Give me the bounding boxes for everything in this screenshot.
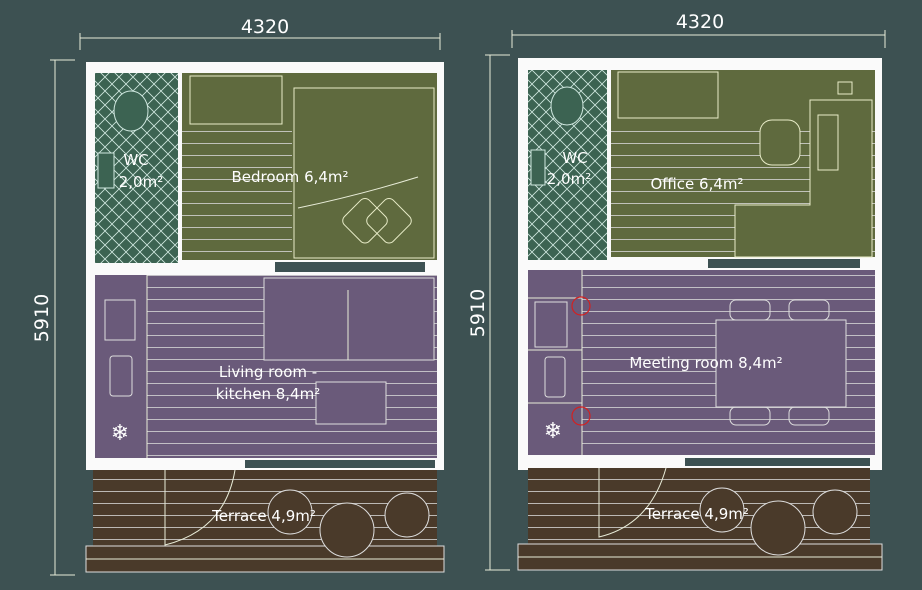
round-table-icon	[319, 502, 375, 558]
cooktop-icon	[109, 355, 133, 397]
sliding-window	[245, 460, 435, 468]
round-table-icon	[750, 500, 806, 556]
chair-icon	[729, 299, 771, 321]
window	[708, 259, 860, 268]
height-label: 5910	[31, 294, 53, 342]
bedroom-label: Bedroom 6,4m²	[231, 168, 348, 186]
marker-circle	[571, 296, 591, 316]
room-wc: WC 2,0m²	[95, 73, 178, 263]
room-wc: WC 2,0m²	[528, 70, 607, 260]
keyboard-icon	[817, 114, 839, 171]
terrace-label: Terrace 4,9m²	[644, 505, 749, 523]
window	[275, 262, 425, 272]
chair-icon	[729, 406, 771, 426]
table-icon	[315, 381, 387, 425]
chair-icon	[812, 489, 858, 535]
bed-icon	[293, 87, 435, 259]
marker-circle	[571, 406, 591, 426]
wardrobe-icon	[617, 71, 719, 119]
room-bedroom: Bedroom 6,4m²	[182, 73, 437, 260]
kitchen-sink-icon	[534, 301, 568, 348]
width-dimension: 4320	[79, 16, 441, 50]
room-terrace: Terrace 4,9m²	[517, 467, 883, 571]
door-swing	[598, 467, 667, 538]
office-label: Office 6,4m²	[650, 175, 743, 193]
sliding-window	[685, 458, 870, 466]
sink-icon	[530, 149, 546, 186]
wc-area: 2,0m²	[119, 173, 163, 191]
room-living-kitchen: ❄ Living room - kitchen 8,4m²	[95, 275, 437, 458]
meeting-room-label: Meeting room 8,4m²	[629, 354, 782, 372]
wc-area: 2,0m²	[547, 170, 591, 188]
wc-name: WC	[562, 149, 587, 167]
freezer-icon: ❄	[111, 421, 129, 446]
computer-icon	[837, 81, 853, 95]
room-terrace: Terrace 4,9m²	[85, 469, 445, 573]
freezer-icon: ❄	[544, 419, 562, 444]
sofa-icon	[263, 277, 435, 361]
width-label: 4320	[241, 16, 289, 38]
chair-icon	[788, 299, 830, 321]
terrace-label: Terrace 4,9m²	[211, 507, 316, 525]
wc-name: WC	[123, 151, 148, 169]
width-label: 4320	[676, 11, 724, 33]
wardrobe-icon	[189, 75, 283, 125]
kitchen-sink-icon	[104, 299, 136, 341]
room-office: Office 6,4m²	[611, 70, 875, 258]
height-dimension: 5910	[31, 59, 75, 576]
chair-icon	[788, 406, 830, 426]
width-dimension: 4320	[511, 11, 886, 48]
chair-icon	[267, 489, 313, 535]
room-meeting: ❄ Meeting room 8,4m²	[528, 270, 875, 455]
living-label-line2: kitchen 8,4m²	[216, 385, 320, 403]
chair-icon	[384, 492, 430, 538]
chair-icon	[699, 487, 745, 533]
meeting-table-icon	[715, 319, 847, 408]
plan-bedroom-variant: 4320 5910 WC 2,0m² Bedroom 6	[31, 16, 445, 576]
cooktop-icon	[544, 356, 566, 398]
height-label: 5910	[467, 289, 489, 337]
door-swing	[164, 469, 236, 546]
toilet-icon	[113, 90, 149, 132]
height-dimension: 5910	[467, 54, 510, 571]
plan-office-variant: 4320 5910 WC 2,0m² Office 6,4m²	[467, 11, 886, 571]
living-label-line1: Living room -	[219, 363, 317, 381]
toilet-icon	[550, 86, 584, 126]
sink-icon	[97, 152, 115, 189]
office-chair-icon	[759, 119, 801, 166]
